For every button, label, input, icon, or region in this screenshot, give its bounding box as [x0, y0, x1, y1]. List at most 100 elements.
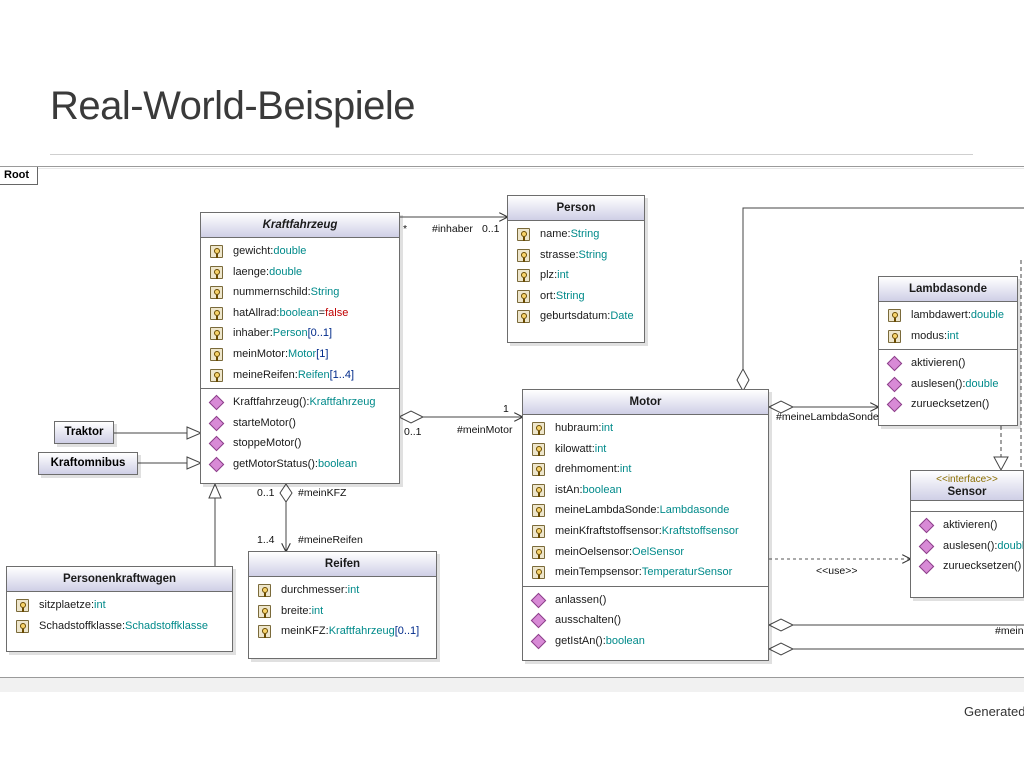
operation-row[interactable]: starteMotor() — [201, 413, 399, 434]
member-name: ort — [540, 289, 553, 302]
member-name: drehmoment — [555, 463, 617, 476]
attribute-row[interactable]: hatAllrad:boolean=false — [201, 303, 399, 324]
default-equals: = — [318, 306, 326, 319]
member-name: laenge — [233, 265, 267, 278]
member-type: int — [619, 463, 632, 476]
member-separator: : — [270, 245, 274, 257]
attribute-icon — [517, 289, 530, 303]
member-name: hatAllrad — [233, 306, 277, 319]
attribute-row[interactable]: inhaber:Person[0..1] — [201, 323, 399, 344]
attribute-row[interactable]: modus:int — [879, 326, 1017, 347]
attribute-row[interactable]: lambdawert:double — [879, 305, 1017, 326]
operation-compartment: anlassen()ausschalten()getIstAn():boolea… — [523, 587, 768, 655]
member-type: Kraftstoffsensor — [661, 524, 739, 537]
operation-row[interactable]: getMotorStatus():boolean — [201, 454, 399, 475]
attribute-row[interactable]: meineLambdaSonde:Lambdasonde — [523, 500, 768, 521]
multiplicity: [1] — [316, 347, 329, 360]
assoc-motor-top — [742, 207, 1024, 369]
member-separator: : — [307, 286, 311, 299]
attribute-row[interactable]: durchmesser:int — [249, 580, 436, 601]
member-name: meinKfraftstoffsensor — [555, 524, 659, 537]
root-tab[interactable]: Root — [0, 167, 39, 185]
attribute-row[interactable]: nummernschild:String — [201, 282, 399, 303]
operation-icon — [918, 558, 935, 575]
attribute-row[interactable]: meinTempsensor:TemperaturSensor — [523, 562, 768, 583]
member-type: int — [557, 269, 569, 282]
operation-compartment: aktivieren()auslesen():doublezuruecksetz… — [911, 512, 1023, 580]
attribute-icon — [517, 269, 530, 283]
member-type: boolean — [582, 483, 622, 496]
attribute-row[interactable]: sitzplaetze:int — [7, 595, 232, 616]
class-traktor[interactable]: Traktor — [54, 421, 114, 444]
attribute-row[interactable]: Schadstoffklasse:Schadstoffklasse — [7, 616, 232, 637]
operation-icon — [208, 415, 225, 432]
attribute-row[interactable]: plz:int — [508, 265, 644, 286]
member-name: durchmesser — [281, 584, 345, 596]
member-name: geburtsdatum — [540, 310, 608, 323]
attribute-icon — [210, 286, 223, 300]
attribute-icon — [888, 329, 901, 343]
attribute-row[interactable]: laenge:double — [201, 262, 399, 283]
default-value: false — [325, 306, 349, 319]
member-name: Schadstoffklasse — [39, 619, 122, 632]
attribute-row[interactable]: istAn:boolean — [523, 480, 768, 501]
interface-sensor[interactable]: <<interface>> Sensor aktivieren()auslese… — [910, 470, 1024, 598]
attribute-row[interactable]: name:String — [508, 224, 644, 245]
member-separator: : — [90, 599, 95, 611]
attribute-icon — [210, 347, 223, 361]
operation-icon — [886, 355, 903, 372]
attribute-row[interactable]: breite:int — [249, 601, 436, 622]
attribute-row[interactable]: meinOelsensor:OelSensor — [523, 542, 768, 563]
member-type: Motor — [288, 347, 317, 360]
operation-row[interactable]: ausschalten() — [523, 610, 768, 631]
operation-row[interactable]: getIstAn():boolean — [523, 631, 768, 652]
member-type: Reifen — [297, 368, 330, 381]
operation-icon — [886, 397, 903, 413]
member-name: kilowatt — [555, 442, 592, 455]
member-name: Kraftfahrzeug() — [233, 396, 307, 409]
class-name: Kraftfahrzeug — [201, 213, 399, 238]
multiplicity: [0..1] — [307, 327, 333, 340]
attribute-row[interactable]: meinMotor:Motor[1] — [201, 344, 399, 365]
operation-row[interactable]: stoppeMotor() — [201, 433, 399, 454]
member-separator: : — [656, 504, 660, 517]
attribute-row[interactable]: strasse:String — [508, 245, 644, 266]
class-name: Reifen — [249, 552, 436, 577]
attribute-row[interactable]: meinKfraftstoffsensor:Kraftstoffsensor — [523, 521, 768, 542]
attribute-row[interactable]: ort:String — [508, 286, 644, 307]
attribute-icon — [210, 245, 223, 258]
operation-row[interactable]: zuruecksetzen() — [879, 394, 1017, 415]
operation-row[interactable]: zuruecksetzen() — [911, 556, 1023, 577]
attribute-icon — [888, 309, 901, 322]
attribute-row[interactable]: hubraum:int — [523, 418, 768, 439]
class-name: Lambdasonde — [879, 277, 1017, 302]
attribute-row[interactable]: meinKFZ:Kraftfahrzeug[0..1] — [249, 621, 436, 642]
attribute-row[interactable]: geburtsdatum:Date — [508, 306, 644, 327]
operation-row[interactable]: Kraftfahrzeug():Kraftfahrzeug — [201, 392, 399, 413]
aggregation-motor-top-diamond — [736, 367, 750, 393]
member-separator: : — [602, 634, 606, 647]
class-kraftomnibus[interactable]: Kraftomnibus — [38, 452, 138, 475]
role-meineLambdaSonde: #meineLambdaSonde — [776, 411, 879, 423]
operation-row[interactable]: aktivieren() — [911, 515, 1023, 536]
attribute-row[interactable]: kilowatt:int — [523, 439, 768, 460]
operation-row[interactable]: aktivieren() — [879, 353, 1017, 374]
mult-motor-1: 1 — [503, 403, 509, 415]
mult-kfz-reifen: 0..1 — [257, 487, 275, 499]
mult-inhaber: 0..1 — [482, 223, 500, 235]
attribute-icon — [532, 463, 545, 477]
attribute-row[interactable]: drehmoment:int — [523, 459, 768, 480]
attribute-row[interactable]: meineReifen:Reifen[1..4] — [201, 365, 399, 386]
operation-row[interactable]: auslesen():double — [879, 374, 1017, 395]
operation-row[interactable]: auslesen():double — [911, 536, 1023, 557]
operation-row[interactable]: anlassen() — [523, 590, 768, 611]
attribute-row[interactable]: gewicht:double — [201, 241, 399, 262]
member-type: Schadstoffklasse — [125, 619, 208, 632]
